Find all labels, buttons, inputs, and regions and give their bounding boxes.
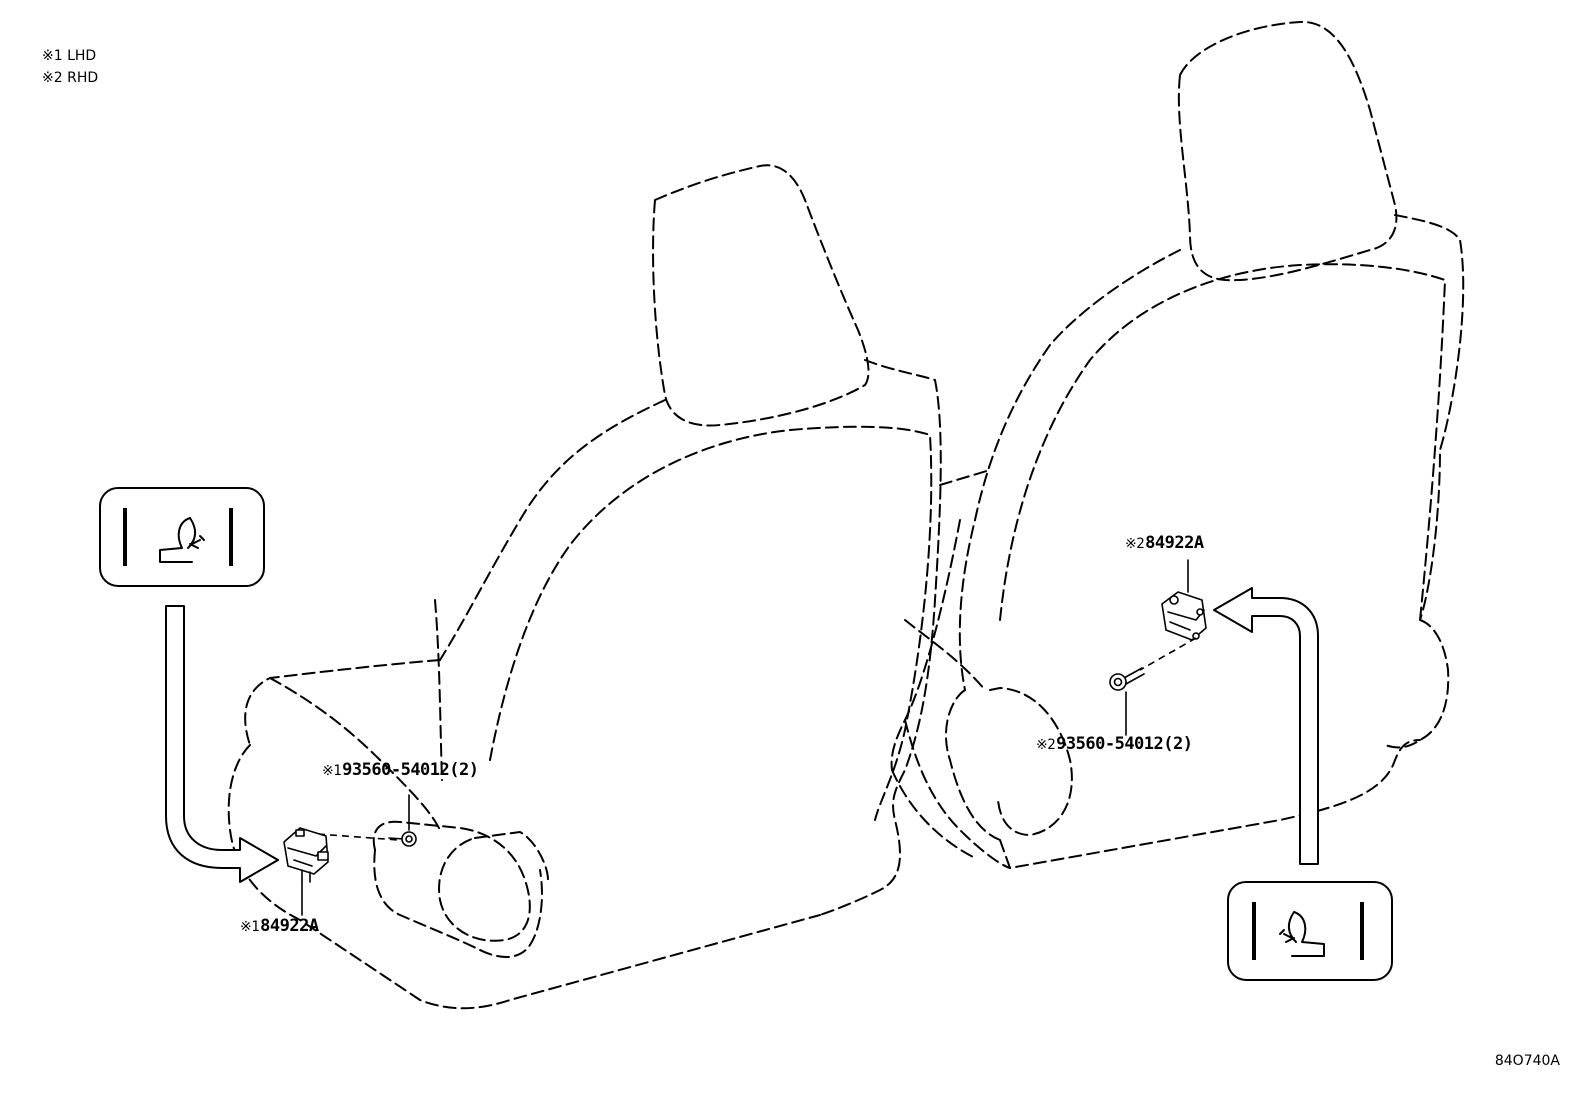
lhd-seat-switch-part xyxy=(283,827,329,883)
legend-text: LHD xyxy=(67,48,97,64)
legend-mark: ※2 xyxy=(42,70,63,86)
legend-text: RHD xyxy=(67,70,99,86)
lhd-seat-headrest xyxy=(652,164,870,427)
panel-right-bar xyxy=(1360,902,1364,960)
callout-mark: ※1 xyxy=(322,763,342,779)
lhd-screw-callout: ※193560-54012(2) xyxy=(322,760,479,780)
rhd-screw-leader-line xyxy=(1139,637,1197,671)
lhd-seat-cushion xyxy=(227,659,821,1010)
rhd-seat-rail xyxy=(891,719,1011,869)
lhd-seat-backrest xyxy=(439,359,942,916)
lhd-seat-cushion-top xyxy=(269,677,441,831)
panel-right-bar xyxy=(229,508,233,566)
rhd-switch-icon-panel xyxy=(1227,881,1393,981)
rhd-seat xyxy=(890,20,1465,869)
lhd-seat-side-panel xyxy=(373,849,543,958)
callout-part-number: 84922A xyxy=(1145,533,1204,553)
lhd-seat-side-trim xyxy=(434,599,443,781)
lhd-switch-assembly xyxy=(165,605,417,916)
lhd-screw-leader-line xyxy=(317,833,399,841)
callout-mark: ※1 xyxy=(240,919,260,935)
rhd-seat-cushion xyxy=(939,469,1421,869)
lumbar-support-icon xyxy=(159,517,205,563)
legend-mark: ※1 xyxy=(42,48,63,64)
rhd-screw-callout: ※293560-54012(2) xyxy=(1036,734,1193,754)
rhd-switch-assembly xyxy=(1109,559,1319,865)
rhd-seat-backrest xyxy=(958,214,1465,749)
callout-part-number: 84922A xyxy=(260,916,319,936)
rhd-pointer-arrow xyxy=(1213,587,1319,865)
callout-part-number: 93560-54012(2) xyxy=(1056,734,1193,754)
lhd-switch-icon-panel xyxy=(99,487,265,587)
rhd-screw-part xyxy=(1109,667,1145,691)
rhd-seat-headrest xyxy=(1177,20,1398,282)
rhd-seat-switch-part xyxy=(1161,591,1207,641)
rhd-seat-backrest-inner xyxy=(999,263,1446,621)
lhd-pointer-arrow xyxy=(165,605,279,883)
legend-item-lhd: ※1 LHD xyxy=(42,48,96,64)
lhd-switch-callout: ※184922A xyxy=(240,916,319,936)
rhd-switch-callout: ※284922A xyxy=(1125,533,1204,553)
rhd-seat-cushion-side xyxy=(890,519,986,771)
legend-item-rhd: ※2 RHD xyxy=(42,70,98,86)
callout-mark: ※2 xyxy=(1125,536,1145,552)
figure-reference-code: 84O740A xyxy=(1494,1053,1560,1069)
lumbar-support-icon xyxy=(1279,911,1325,957)
lhd-seat xyxy=(227,164,942,1010)
panel-left-bar xyxy=(123,508,127,566)
panel-left-bar xyxy=(1252,902,1256,960)
lhd-seat-backrest-inner xyxy=(489,425,933,821)
callout-part-number: 93560-54012(2) xyxy=(342,760,479,780)
lhd-seat-side-edge xyxy=(474,831,549,881)
callout-mark: ※2 xyxy=(1036,737,1056,753)
lhd-screw-part xyxy=(388,831,417,847)
lhd-seat-side-bolster xyxy=(372,820,531,942)
